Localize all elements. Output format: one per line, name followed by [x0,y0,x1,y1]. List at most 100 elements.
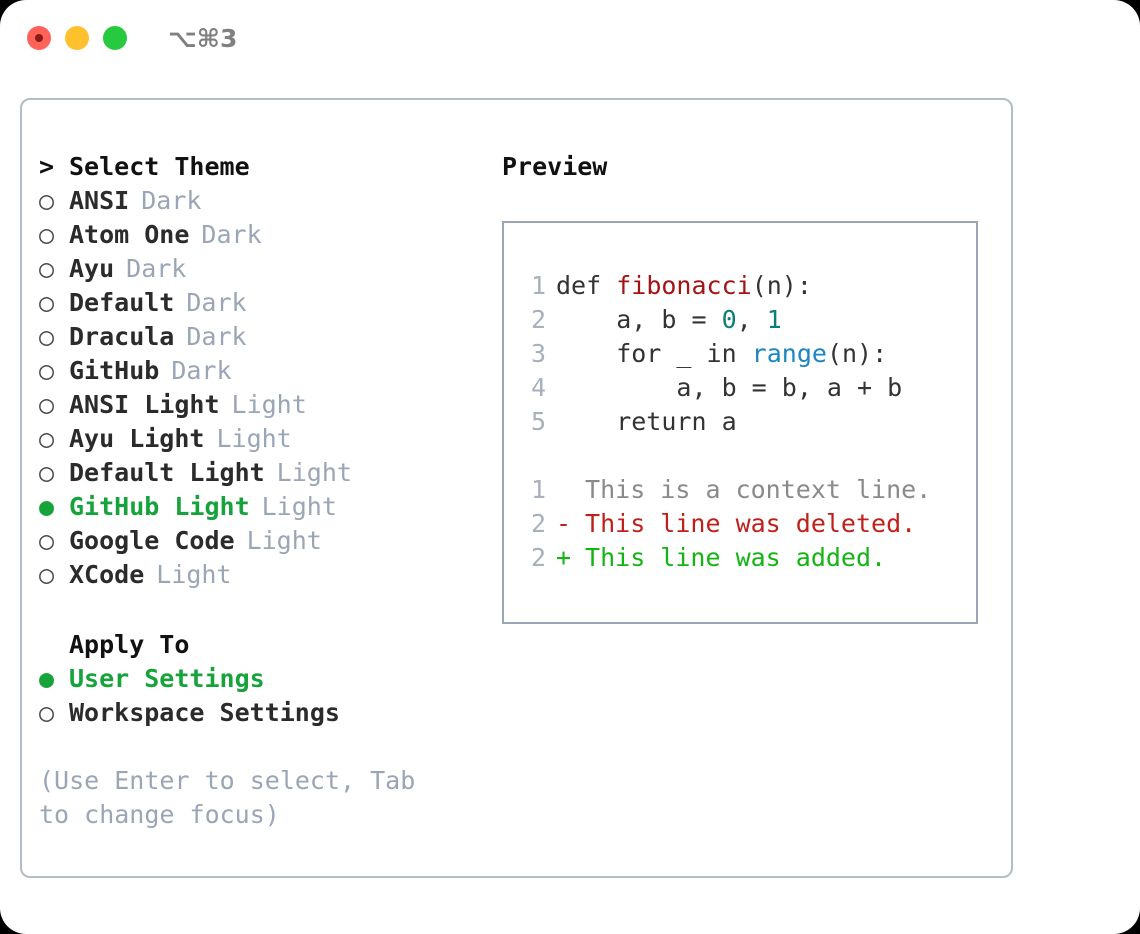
theme-option-ayu-light[interactable]: ○ Ayu Light Light [39,422,469,456]
theme-variant-badge: Dark [186,322,247,351]
diff-line-number: 1 [530,475,546,504]
code-line-number: 5 [530,407,546,436]
code-line: 4 a, b = b, a + b [524,371,976,405]
apply-to-option-list: ● User Settings ○Workspace Settings [39,662,469,730]
theme-option-label: Google Code [69,526,235,555]
radio-unselected-icon: ○ [39,322,55,351]
theme-variant-badge: Dark [186,288,247,317]
radio-unselected-icon: ○ [39,288,55,317]
minimize-window-button[interactable] [65,26,89,50]
code-token-plain: for _ in [556,339,752,368]
radio-selected-icon: ● [39,664,55,693]
code-token-def: def [556,271,617,300]
apply-to-option-label: User Settings [69,664,265,693]
cursor-arrow-icon: > [39,152,55,181]
diff-sample: 1 This is a context line.2- This line wa… [524,473,976,575]
apply-to-heading-label: Apply To [69,630,190,659]
diff-line-del: 2- This line was deleted. [524,507,976,541]
theme-option-label: Default Light [69,458,265,487]
code-token-call: range [751,339,827,368]
zoom-window-button[interactable] [103,26,127,50]
theme-option-label: Dracula [69,322,175,351]
code-line-number: 1 [530,271,546,300]
radio-unselected-icon: ○ [39,220,55,249]
code-line: 2 a, b = 0, 1 [524,303,976,337]
diff-sign: + [556,543,572,572]
select-theme-heading: > Select Theme [39,150,469,184]
radio-unselected-icon: ○ [39,698,55,727]
theme-option-label: XCode [69,560,145,589]
diff-line-ctx: 1 This is a context line. [524,473,976,507]
theme-option-label: Ayu [69,254,115,283]
code-token-plain: a, b = b, a + b [556,373,903,402]
theme-variant-badge: Dark [141,186,202,215]
code-line-number: 2 [530,305,546,334]
theme-option-label: GitHub [69,356,160,385]
theme-option-label: Atom One [69,220,190,249]
diff-text: This is a context line. [570,475,932,504]
theme-option-default-light[interactable]: ○ Default Light Light [39,456,469,490]
radio-unselected-icon: ○ [39,356,55,385]
keyboard-shortcut-label: ⌥⌘3 [168,24,238,53]
code-token-plain: (n): [751,271,812,300]
radio-unselected-icon: ○ [39,560,55,589]
theme-option-label: Default [69,288,175,317]
theme-variant-badge: Light [276,458,352,487]
theme-option-label: Ayu Light [69,424,205,453]
title-bar: ⌥⌘3 [0,0,1140,76]
theme-variant-badge: Dark [201,220,262,249]
apply-to-option-user-settings[interactable]: ● User Settings [39,662,469,696]
code-line: 3 for _ in range(n): [524,337,976,371]
theme-option-dracula[interactable]: ○ Dracula Dark [39,320,469,354]
radio-unselected-icon: ○ [39,526,55,555]
diff-line-add: 2+ This line was added. [524,541,976,575]
diff-text: This line was deleted. [570,509,917,538]
select-theme-heading-label: Select Theme [69,152,250,181]
traffic-lights [27,26,127,50]
code-token-num: 1 [766,305,782,334]
diff-line-number: 2 [530,509,546,538]
theme-option-label: ANSI [69,186,130,215]
theme-variant-badge: Light [216,424,292,453]
keyboard-hint-text: (Use Enter to select, Tab to change focu… [39,766,416,829]
diff-sign [556,473,570,507]
code-line-number: 4 [530,373,546,402]
apply-to-option-workspace-settings[interactable]: ○Workspace Settings [39,696,469,730]
theme-variant-badge: Dark [171,356,232,385]
code-token-plain: , [736,305,767,334]
preview-title: Preview [502,152,608,181]
radio-unselected-icon: ○ [39,424,55,453]
theme-option-xcode[interactable]: ○ XCode Light [39,558,469,592]
theme-variant-badge: Light [261,492,337,521]
theme-variant-badge: Light [156,560,232,589]
theme-variant-badge: Dark [126,254,187,283]
theme-option-default[interactable]: ○ Default Dark [39,286,469,320]
theme-variant-badge: Light [231,390,307,419]
spacer-marker: o [39,628,69,662]
code-line: 5 return a [524,405,976,439]
radio-unselected-icon: ○ [39,458,55,487]
theme-option-github[interactable]: ○ GitHub Dark [39,354,469,388]
code-token-plain: a, b = [556,305,722,334]
diff-line-number: 2 [530,543,546,572]
theme-option-atom-one[interactable]: ○ Atom One Dark [39,218,469,252]
radio-unselected-icon: ○ [39,390,55,419]
radio-selected-icon: ● [39,492,55,521]
apply-to-section: o Apply To ● User Settings ○Workspace Sett… [39,628,469,730]
close-window-button[interactable] [27,26,51,50]
code-diff-separator [524,439,976,473]
code-token-plain: (n): [826,339,888,368]
code-token-num: 0 [721,305,737,334]
